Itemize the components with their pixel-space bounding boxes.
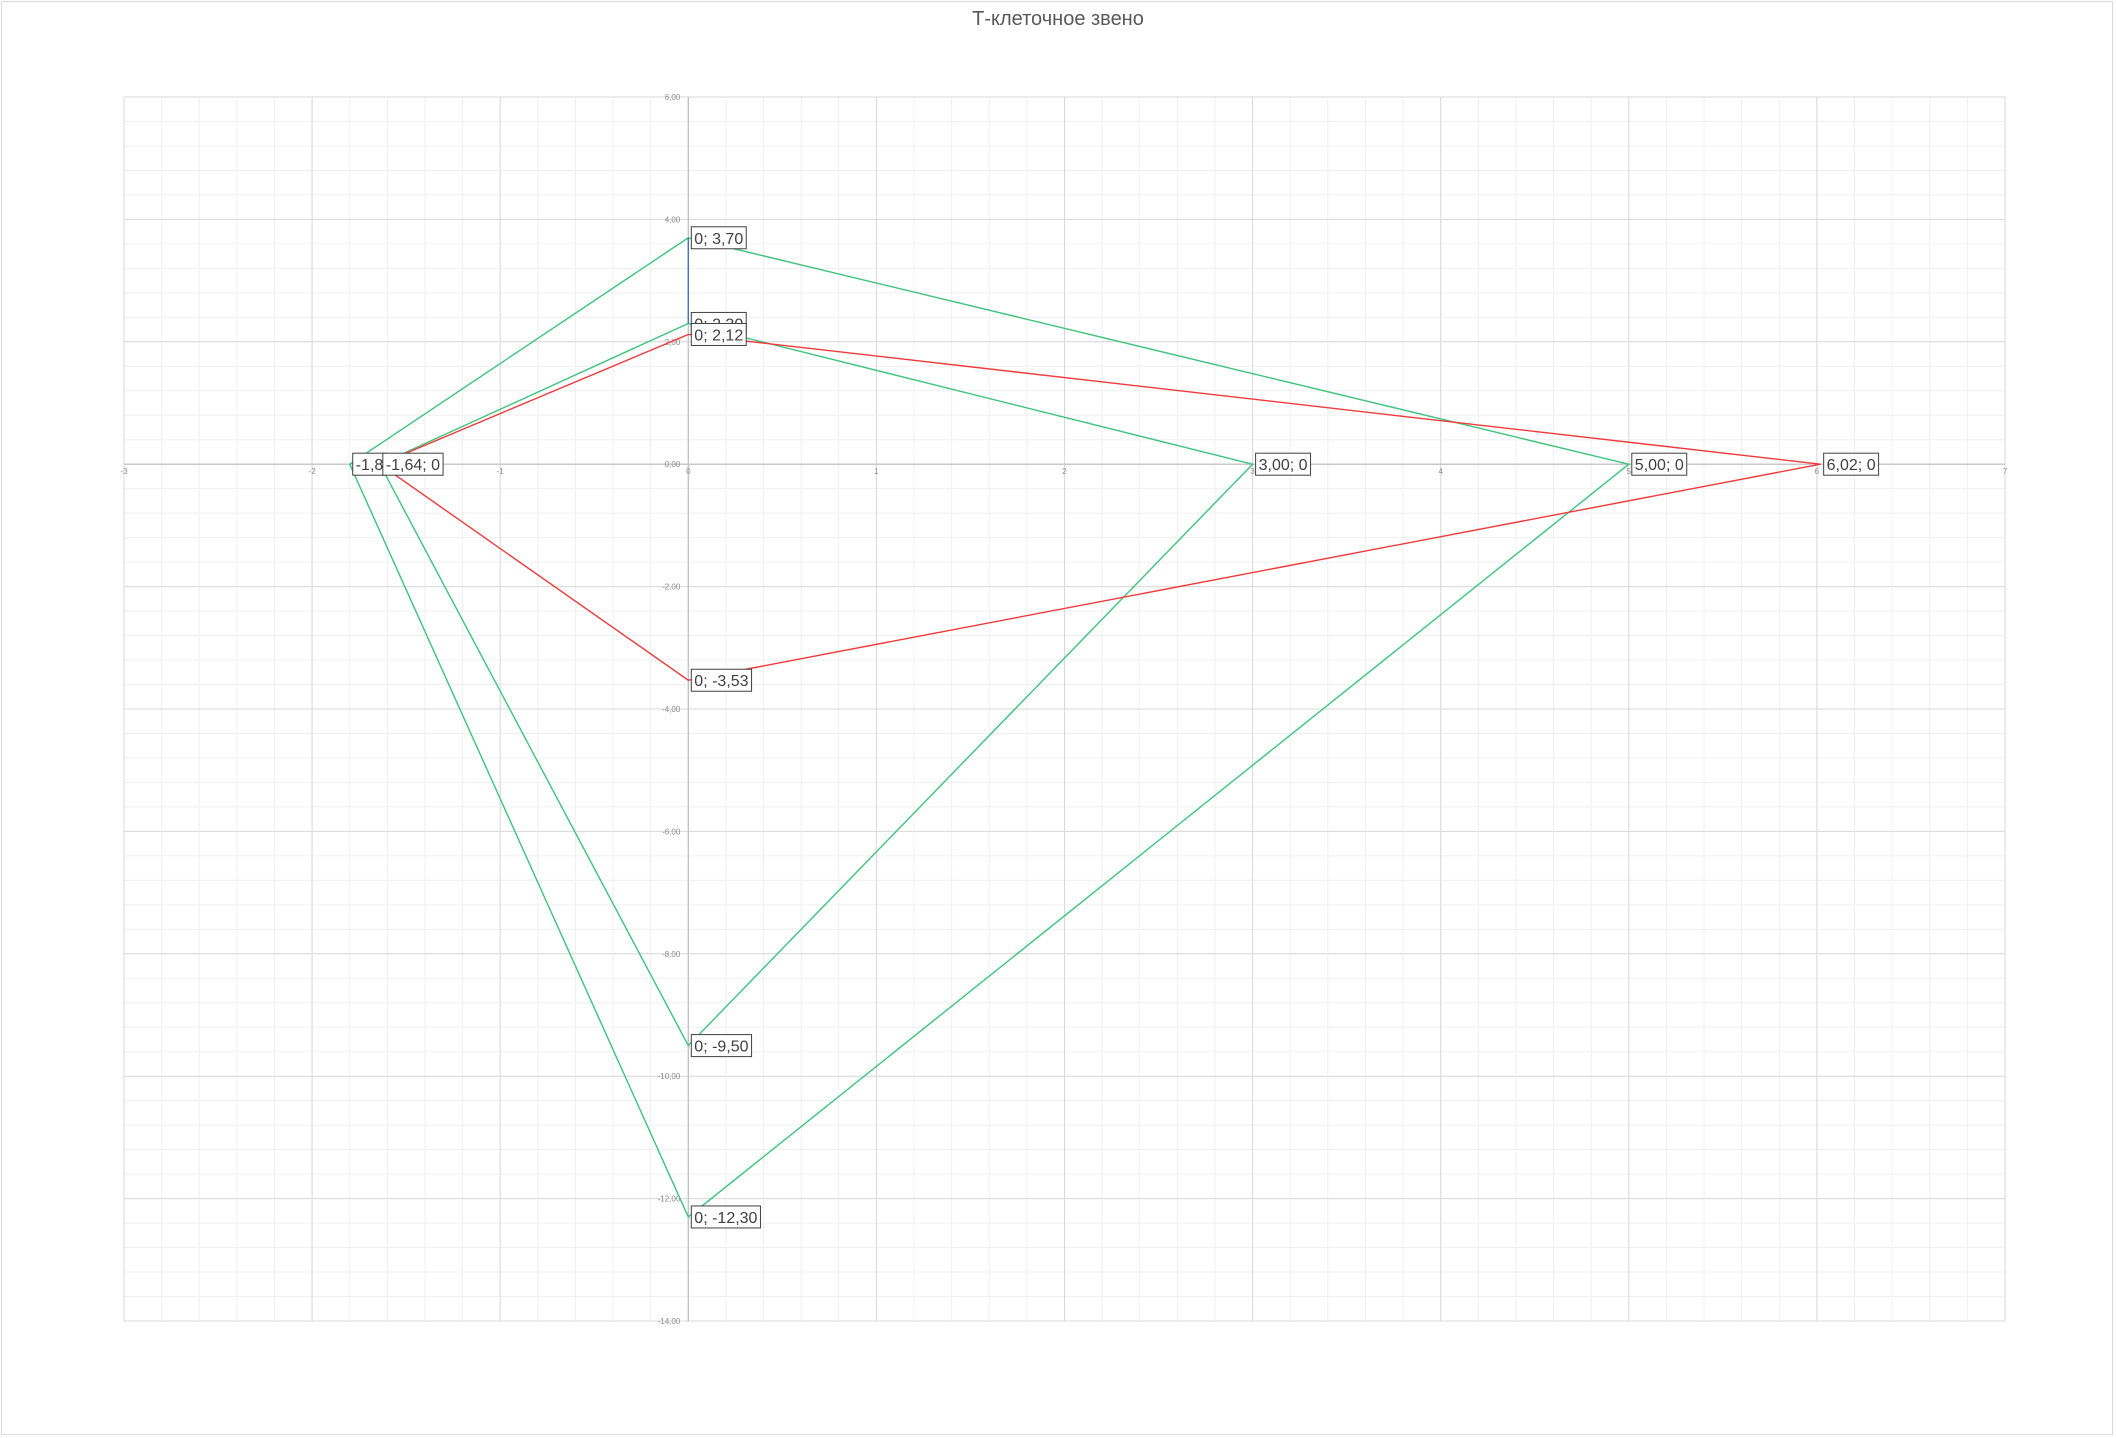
series-line (379, 333, 1821, 681)
data-label-box (690, 322, 747, 346)
data-label-text: 0; 3,70 (694, 231, 743, 248)
series-line (349, 237, 1631, 1219)
data-label-text: 0; -9,50 (694, 1039, 748, 1056)
x-tick-label: 3 (1250, 467, 1255, 476)
data-label-box (690, 1205, 761, 1229)
data-labels: -1,8-1,64; 00; 3,700; 2,300; 2,123,00; 0… (352, 226, 1880, 1229)
data-label: 0; 2,12 (690, 322, 747, 346)
y-tick-label: -2,00 (662, 583, 681, 592)
series-lines (349, 237, 1821, 1219)
x-tick-label: 2 (1062, 467, 1067, 476)
data-label-text: 6,02; 0 (1827, 457, 1876, 474)
x-tick-label: 0 (686, 467, 691, 476)
data-label: 5,00; 0 (1631, 452, 1688, 476)
x-tick-label: -2 (309, 467, 317, 476)
data-label-box (382, 452, 444, 476)
data-label-text: 0; -12,30 (694, 1210, 757, 1227)
data-label-text: 3,00; 0 (1259, 457, 1308, 474)
x-tick-label: 7 (2003, 467, 2008, 476)
y-tick-label: -10,00 (658, 1072, 681, 1081)
major-gridlines (123, 96, 2006, 1322)
y-tick-label: 4,00 (665, 215, 681, 224)
chart-title: Т-клеточное звено (972, 8, 1144, 30)
x-tick-label: -3 (120, 467, 128, 476)
data-label: 0; -3,53 (690, 668, 753, 692)
data-label: 3,00; 0 (1255, 452, 1312, 476)
y-tick-label: -12,00 (658, 1195, 681, 1204)
x-tick-label: 1 (874, 467, 879, 476)
y-tick-label: -14,00 (658, 1317, 681, 1326)
y-tick-label: 6,00 (665, 93, 681, 102)
x-tick-label: -1 (497, 467, 505, 476)
data-label-box (690, 226, 747, 250)
data-label-box (690, 668, 753, 692)
data-label: 0; 3,70 (690, 226, 747, 250)
y-tick-label: -6,00 (662, 827, 681, 836)
data-label-box (690, 1034, 753, 1058)
data-label-text: 0; 2,12 (694, 327, 743, 344)
data-label-text: 0; -3,53 (694, 673, 748, 690)
data-label: -1,8 (352, 452, 387, 476)
data-label-box (1255, 452, 1312, 476)
y-tick-label: 0,00 (665, 460, 681, 469)
x-tick-label: 5 (1627, 467, 1632, 476)
data-label-text: -1,8 (356, 457, 384, 474)
data-label: -1,64; 0 (382, 452, 444, 476)
x-tick-label: 6 (1815, 467, 1820, 476)
data-label-text: -1,64; 0 (386, 457, 440, 474)
data-label: 6,02; 0 (1823, 452, 1880, 476)
series-line (379, 322, 1254, 1047)
x-tick-label: 4 (1438, 467, 1443, 476)
y-tick-label: -8,00 (662, 950, 681, 959)
data-label: 0; -12,30 (690, 1205, 761, 1229)
data-label-box (1823, 452, 1880, 476)
tick-labels: -3 -2 -1 0 1 2 3 4 5 6 7 6,00 4,00 2,00 0,00 -2,00 -4,00… (120, 93, 2007, 1326)
data-label-box (1631, 452, 1688, 476)
data-label: 0; -9,50 (690, 1034, 753, 1058)
data-label-text: 5,00; 0 (1635, 457, 1684, 474)
y-tick-label: 2,00 (665, 338, 681, 347)
y-tick-label: -4,00 (662, 705, 681, 714)
